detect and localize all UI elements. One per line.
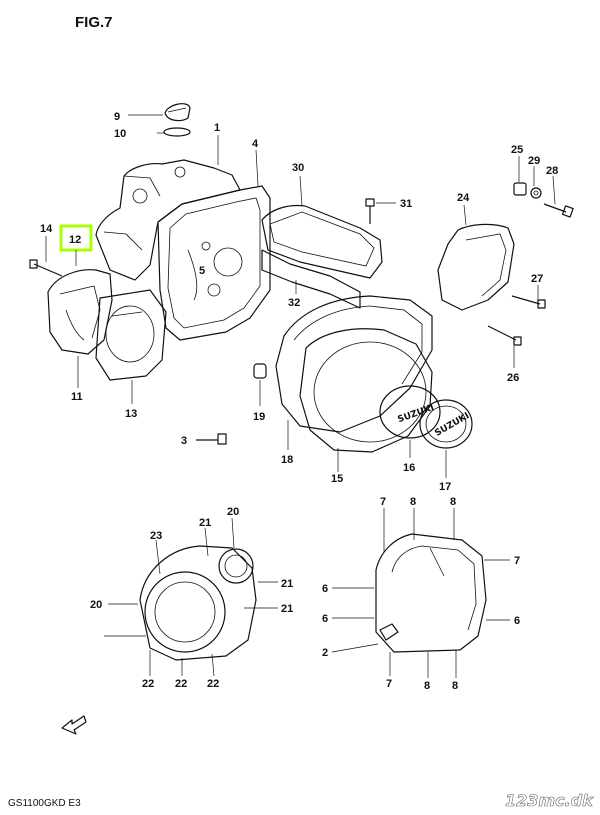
- generator-cover: [139, 545, 257, 661]
- bolt: [511, 295, 546, 309]
- oil-filler-cap: [164, 103, 191, 122]
- emblem: SUZUKI: [419, 399, 473, 449]
- clutch-gasket: [275, 295, 433, 433]
- callout-1: 1: [214, 122, 220, 134]
- brand-watermark: 123mc.dk: [505, 791, 594, 810]
- dowel-pin: [253, 363, 267, 379]
- callout-28: 28: [546, 165, 558, 177]
- callout-27: 27: [531, 273, 543, 285]
- callout-12: 12: [69, 234, 81, 246]
- callout-13: 13: [125, 408, 137, 420]
- callout-7: 7: [514, 555, 520, 567]
- figure-title: FIG.7: [75, 14, 113, 31]
- callout-4: 4: [252, 138, 259, 150]
- callout-8: 8: [450, 496, 456, 508]
- callout-25: 25: [511, 144, 523, 156]
- callout-24: 24: [457, 192, 470, 204]
- callout-29: 29: [528, 155, 540, 167]
- callout-20: 20: [227, 506, 239, 518]
- callout-17: 17: [439, 481, 451, 493]
- callout-6: 6: [322, 613, 328, 625]
- callout-10: 10: [114, 128, 126, 140]
- callout-30: 30: [292, 162, 304, 174]
- callout-11: 11: [71, 391, 83, 403]
- callout-26: 26: [507, 372, 519, 384]
- side-cover: [437, 223, 515, 311]
- callout-16: 16: [403, 462, 415, 474]
- callout-23: 23: [150, 530, 162, 542]
- callout-14: 14: [40, 223, 53, 235]
- callout-31: 31: [400, 198, 412, 210]
- callout-8: 8: [452, 680, 458, 692]
- callout-8: 8: [410, 496, 416, 508]
- o-ring: [163, 127, 191, 137]
- callout-21: 21: [281, 578, 293, 590]
- callout-32: 32: [288, 297, 300, 309]
- emblem-logo-text: SUZUKI: [433, 411, 471, 439]
- bolt: [487, 325, 522, 346]
- small-bolt: [196, 433, 227, 445]
- long-gasket: [261, 204, 383, 279]
- callout-7: 7: [380, 496, 386, 508]
- bolt: [365, 198, 375, 224]
- callout-22: 22: [207, 678, 219, 690]
- callout-7: 7: [386, 678, 392, 690]
- callout-5: 5: [199, 265, 205, 277]
- front-arrow-icon: [61, 715, 87, 735]
- callout-22: 22: [142, 678, 154, 690]
- washer: [530, 187, 542, 199]
- model-code: GS1100GKD E3: [8, 798, 81, 809]
- callout-2: 2: [322, 647, 328, 659]
- crankcase-body: [95, 159, 241, 281]
- callout-22: 22: [175, 678, 187, 690]
- callout-19: 19: [253, 411, 265, 423]
- ring-cover: [95, 289, 167, 381]
- housing: [47, 269, 113, 355]
- callout-9: 9: [114, 111, 120, 123]
- callout-3: 3: [181, 435, 187, 447]
- callout-15: 15: [331, 473, 343, 485]
- callout-21: 21: [281, 603, 293, 615]
- callout-6: 6: [514, 615, 520, 627]
- rubber-damper: [513, 182, 527, 196]
- spacer-cover: [261, 249, 361, 309]
- callout-21: 21: [199, 517, 211, 529]
- callout-20: 20: [90, 599, 102, 611]
- callout-18: 18: [281, 454, 293, 466]
- callout-6: 6: [322, 583, 328, 595]
- clutch-cover: [299, 328, 433, 453]
- bolt: [29, 259, 63, 277]
- crankcase-cover: [375, 533, 487, 653]
- callout-8: 8: [424, 680, 430, 692]
- gasket: [157, 185, 271, 341]
- bolt: [543, 203, 574, 218]
